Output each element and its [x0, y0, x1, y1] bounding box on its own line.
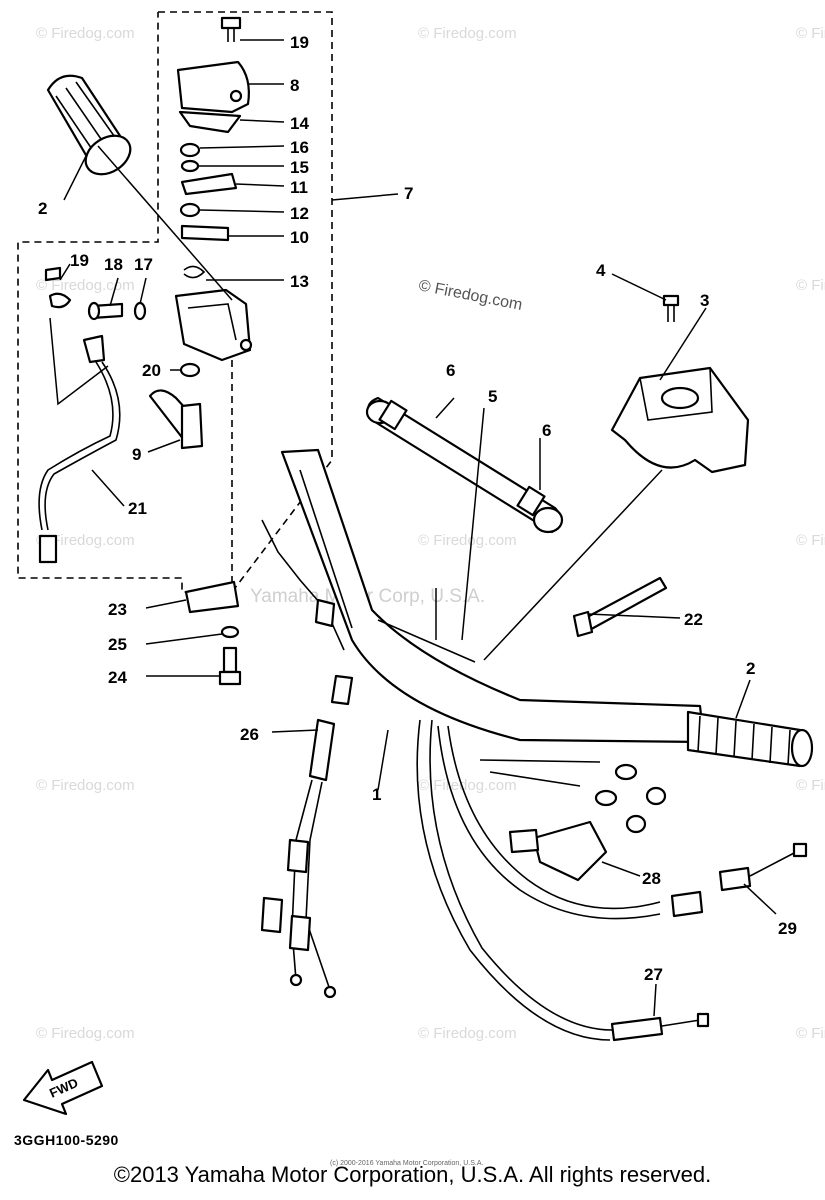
label-10: 10 [290, 228, 309, 247]
watermark-firedog: © Firedog.com [36, 1025, 135, 1042]
label-22: 22 [684, 610, 703, 629]
label-2: 2 [746, 659, 755, 678]
label-27: 27 [644, 965, 663, 984]
label-12: 12 [290, 204, 309, 223]
label-26: 26 [240, 725, 259, 744]
brake-cables [416, 719, 808, 1042]
grip-left [46, 74, 132, 176]
watermark-firedog: © Firedog.com [36, 777, 135, 794]
label-1: 1 [372, 785, 381, 804]
label-18: 18 [104, 255, 123, 274]
switch-28 [508, 820, 608, 882]
label-7: 7 [404, 184, 413, 203]
watermark-firedog: © Firedog.com [418, 1025, 517, 1042]
watermark-firedog: © Firedog.com [796, 532, 825, 549]
leader-lines [59, 39, 777, 1017]
assembly-7-outline [17, 11, 333, 593]
label-5: 5 [488, 387, 497, 406]
label-28: 28 [642, 869, 661, 888]
label-19: 19 [290, 33, 309, 52]
label-29: 29 [778, 919, 797, 938]
small-credit: (c) 2000-2016 Yamaha Motor Corporation, … [330, 1160, 484, 1167]
part-labels: 19 8 14 16 15 11 12 10 13 7 2 19 18 17 2… [38, 33, 797, 984]
label-15: 15 [290, 158, 309, 177]
throttle-assembly [148, 16, 253, 450]
watermark-firedog: © Firedog.com [796, 25, 825, 42]
label-11: 11 [290, 178, 308, 197]
label-9: 9 [132, 445, 141, 464]
crossbar-pad [365, 396, 564, 534]
watermark-firedog-center: © Firedog.com [417, 277, 523, 314]
label-8: 8 [290, 76, 299, 95]
label-6: 6 [446, 361, 455, 380]
watermark-firedog: © Firedog.com [418, 777, 517, 794]
watermark-group: © Firedog.com © Firedog.com © Firedog.co… [36, 25, 825, 1042]
label-20: 20 [142, 361, 161, 380]
label-24: 24 [108, 668, 127, 687]
label-4: 4 [596, 261, 606, 280]
copyright-notice: ©2013 Yamaha Motor Corporation, U.S.A. A… [113, 1162, 712, 1187]
label-16: 16 [290, 138, 309, 157]
label-21: 21 [128, 499, 147, 518]
watermark-firedog: © Firedog.com [418, 25, 517, 42]
watermark-firedog: © Firedog.com [796, 277, 825, 294]
clamp-parts [184, 580, 242, 686]
label-17: 17 [134, 255, 153, 274]
watermark-firedog: © Firedog.com [796, 1025, 825, 1042]
watermark-firedog: © Firedog.com [796, 777, 825, 794]
stop-switch-parts [38, 266, 147, 564]
label-6: 6 [542, 421, 551, 440]
throttle-cable [260, 519, 354, 999]
label-25: 25 [108, 635, 127, 654]
watermark-firedog: © Firedog.com [418, 532, 517, 549]
handlebar-cover [610, 366, 750, 474]
bolt-4 [662, 294, 680, 322]
grip-right [686, 710, 814, 768]
label-19: 19 [70, 251, 89, 270]
watermark-firedog: © Firedog.com [36, 532, 135, 549]
label-2: 2 [38, 199, 47, 218]
cable-band-22 [572, 576, 668, 638]
fwd-arrow: FWD [22, 1060, 104, 1116]
watermark-firedog: © Firedog.com [36, 277, 135, 294]
label-13: 13 [290, 272, 309, 291]
label-23: 23 [108, 600, 127, 619]
diagram-code: 3GGH100-5290 [14, 1132, 119, 1148]
label-3: 3 [700, 291, 709, 310]
label-14: 14 [290, 114, 309, 133]
watermark-firedog: © Firedog.com [36, 25, 135, 42]
